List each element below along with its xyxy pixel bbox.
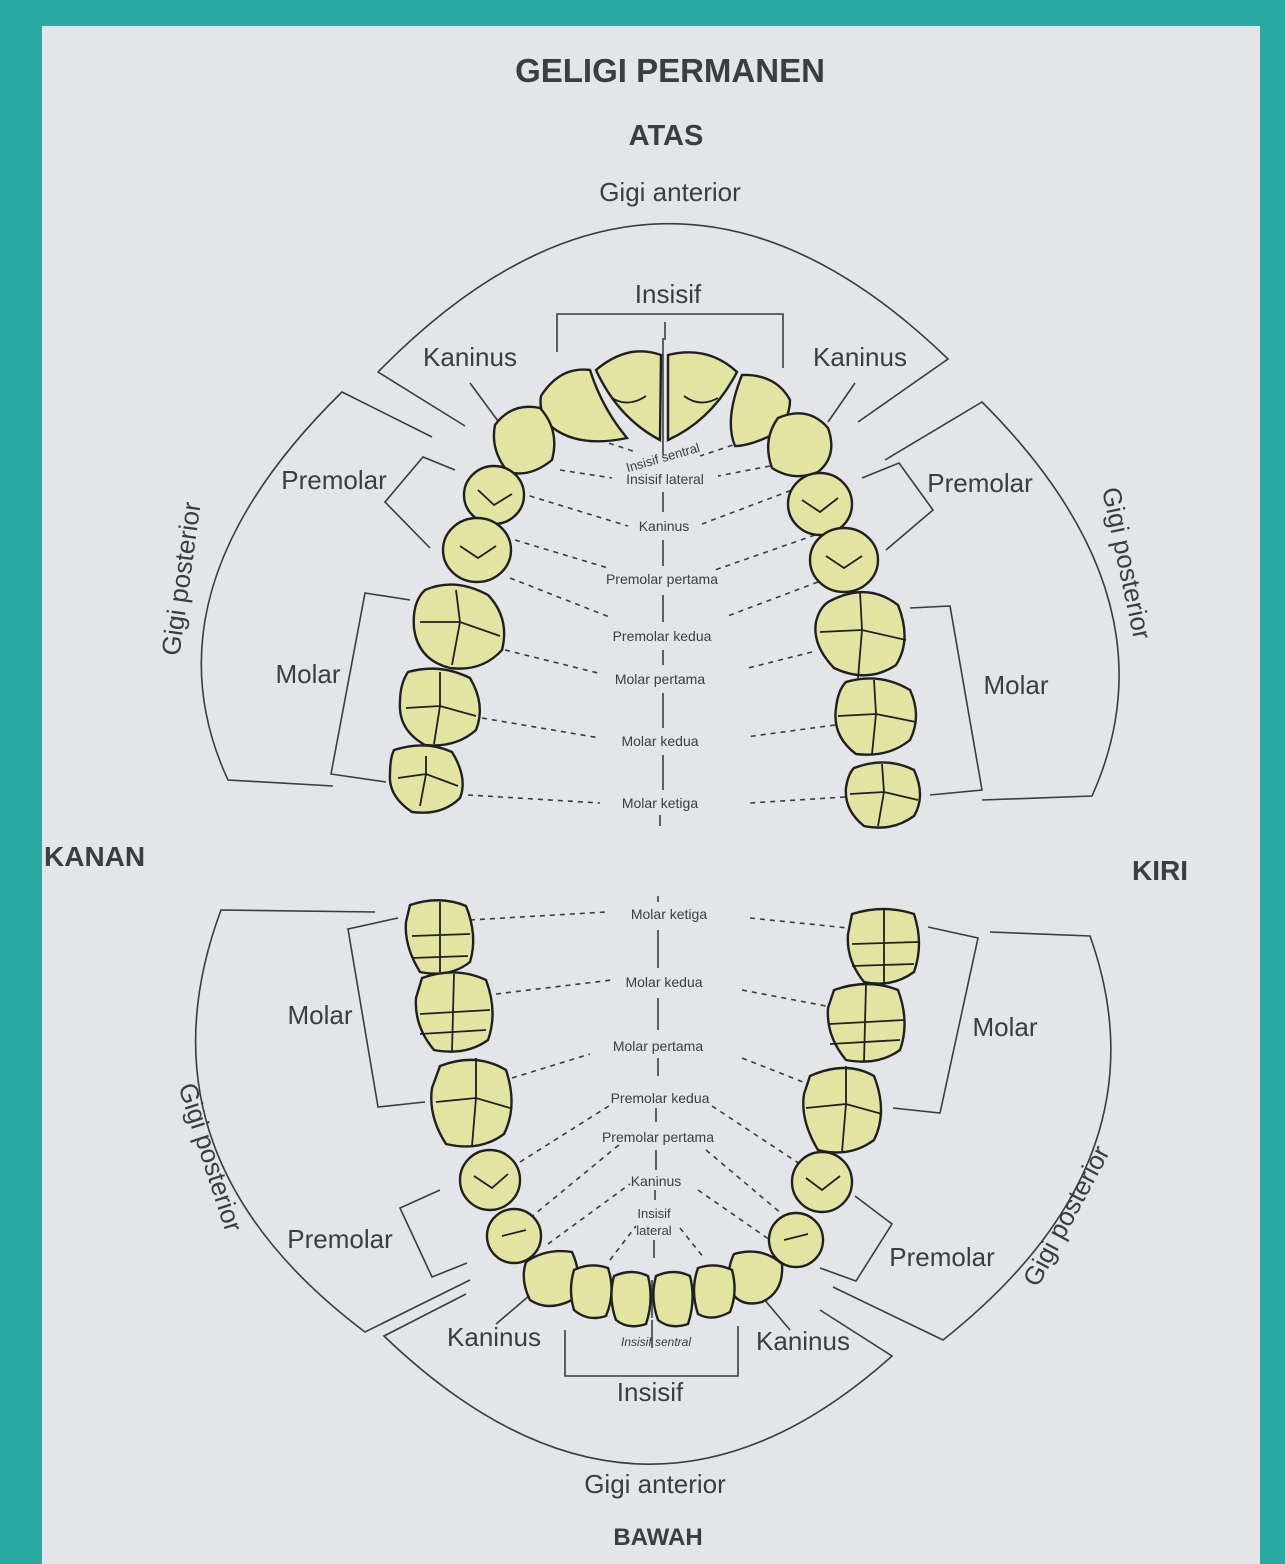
upper-teeth bbox=[390, 351, 920, 827]
upper-arch-heading: ATAS bbox=[629, 120, 704, 152]
lower-anterior-label: Gigi anterior bbox=[584, 1469, 726, 1499]
lower-right-second-premolar bbox=[460, 1150, 520, 1210]
lower-right-canine bbox=[524, 1251, 578, 1306]
upper-right-molar-label: Molar bbox=[275, 659, 340, 689]
lower-left-first-molar bbox=[803, 1066, 882, 1152]
lower-right-central-incisor bbox=[611, 1272, 650, 1326]
upper-right-canine-label: Kaninus bbox=[423, 342, 517, 372]
upper-left-third-molar bbox=[846, 762, 920, 827]
lower-left-lateral-incisor bbox=[694, 1265, 735, 1317]
upper-left-second-molar bbox=[835, 678, 916, 754]
upper-canine-name: Kaninus bbox=[639, 518, 690, 534]
lower-left-central-incisor bbox=[653, 1272, 692, 1326]
lower-first-molar-name: Molar pertama bbox=[613, 1038, 703, 1054]
lower-first-premolar-name: Premolar pertama bbox=[602, 1129, 714, 1145]
right-side-label: KANAN bbox=[44, 841, 145, 872]
upper-first-molar-name: Molar pertama bbox=[615, 671, 705, 687]
lower-midline bbox=[652, 896, 658, 1318]
upper-right-posterior-bracket bbox=[201, 392, 432, 786]
lower-right-premolar-bracket bbox=[400, 1190, 467, 1277]
upper-left-molar-label: Molar bbox=[983, 670, 1048, 700]
upper-left-premolar-bracket bbox=[862, 463, 933, 550]
lower-left-premolar-label: Premolar bbox=[889, 1242, 995, 1272]
upper-first-premolar-name: Premolar pertama bbox=[606, 571, 718, 587]
lower-central-incisor-name: Insisif sentral bbox=[621, 1335, 691, 1349]
lower-right-molar-label: Molar bbox=[287, 1000, 352, 1030]
left-side-label: KIRI bbox=[1132, 855, 1188, 886]
lower-incisor-label: Insisif bbox=[617, 1377, 684, 1407]
lower-lateral-incisor-name-line1: Insisif bbox=[637, 1206, 671, 1221]
lower-arch-heading: BAWAH bbox=[613, 1524, 702, 1551]
upper-right-first-molar bbox=[414, 585, 504, 669]
upper-right-second-molar bbox=[400, 669, 480, 746]
upper-left-posterior-label: Gigi posterior bbox=[1096, 484, 1158, 642]
lower-canine-name: Kaninus bbox=[631, 1173, 682, 1189]
upper-third-molar-name: Molar ketiga bbox=[622, 795, 698, 811]
upper-anterior-label: Gigi anterior bbox=[599, 177, 741, 207]
lower-left-second-premolar bbox=[792, 1152, 852, 1212]
upper-left-first-molar bbox=[815, 592, 906, 678]
upper-left-first-premolar bbox=[788, 473, 852, 535]
upper-right-canine bbox=[494, 407, 554, 474]
upper-left-posterior-bracket bbox=[885, 402, 1119, 800]
upper-left-canine-label: Kaninus bbox=[813, 342, 907, 372]
upper-incisor-label: Insisif bbox=[635, 279, 702, 309]
lower-left-canine bbox=[729, 1252, 783, 1304]
upper-right-premolar-bracket bbox=[385, 457, 455, 548]
lower-right-first-molar bbox=[431, 1058, 511, 1146]
upper-lateral-incisor-name: Insisif lateral bbox=[626, 471, 704, 487]
lower-right-lateral-incisor bbox=[571, 1265, 612, 1318]
lower-right-first-premolar bbox=[487, 1209, 541, 1263]
lower-right-canine-label: Kaninus bbox=[447, 1322, 541, 1352]
upper-right-premolar-label: Premolar bbox=[281, 465, 387, 495]
lower-lateral-incisor-name-line2: lateral bbox=[636, 1223, 672, 1238]
upper-right-second-premolar bbox=[443, 518, 511, 582]
lower-left-canine-label: Kaninus bbox=[756, 1326, 850, 1356]
lower-right-premolar-label: Premolar bbox=[287, 1224, 393, 1254]
upper-second-premolar-name: Premolar kedua bbox=[613, 628, 712, 644]
upper-right-canine-leader bbox=[470, 383, 498, 421]
lower-right-second-molar bbox=[416, 972, 493, 1052]
lower-third-molar-name: Molar ketiga bbox=[631, 906, 707, 922]
upper-second-molar-name: Molar kedua bbox=[621, 733, 698, 749]
lower-left-third-molar bbox=[848, 909, 919, 984]
upper-right-first-premolar bbox=[464, 466, 524, 524]
lower-second-molar-name: Molar kedua bbox=[625, 974, 702, 990]
upper-left-canine-leader bbox=[828, 383, 855, 422]
page-title: GELIGI PERMANEN bbox=[515, 52, 825, 89]
upper-right-posterior-label: Gigi posterior bbox=[155, 500, 206, 658]
upper-left-premolar-label: Premolar bbox=[927, 468, 1033, 498]
lower-left-second-molar bbox=[828, 984, 905, 1062]
lower-teeth bbox=[406, 900, 919, 1326]
lower-second-premolar-name: Premolar kedua bbox=[611, 1090, 710, 1106]
lower-right-third-molar bbox=[406, 900, 473, 973]
upper-left-second-premolar bbox=[810, 528, 878, 592]
lower-left-posterior-label: Gigi posterior bbox=[1017, 1140, 1116, 1291]
upper-left-canine bbox=[768, 413, 831, 476]
upper-left-central-incisor bbox=[668, 352, 737, 440]
upper-left-molar-bracket bbox=[910, 606, 982, 795]
lower-right-canine-leader bbox=[496, 1295, 530, 1324]
upper-right-third-molar bbox=[390, 745, 463, 812]
lower-right-posterior-label: Gigi posterior bbox=[172, 1079, 248, 1236]
lower-left-molar-label: Molar bbox=[972, 1012, 1037, 1042]
